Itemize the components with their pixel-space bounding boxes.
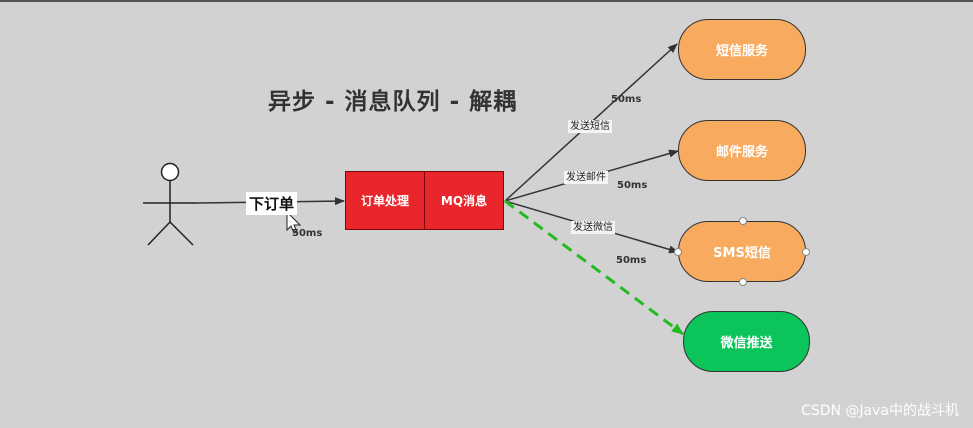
node-handle-bottom [739,278,747,286]
sms-short-node: SMS短信 [678,221,806,282]
edge-label-send-email: 发送邮件 [564,171,608,184]
place-order-label: 下订单 [246,192,298,215]
node-handle-top [739,217,747,225]
edge-label-send-wechat: 发送微信 [571,221,615,234]
email-service-node: 邮件服务 [678,120,806,181]
order-latency: 50ms [292,228,323,239]
user-figure-icon [143,162,197,246]
sms-latency: 50ms [611,94,642,105]
email-latency: 50ms [617,180,648,191]
wechat-push-node: 微信推送 [683,311,810,372]
node-handle-right [802,248,810,256]
sms-short-latency: 50ms [616,255,647,266]
edge-label-send-sms: 发送短信 [568,120,612,133]
sms-service-node: 短信服务 [678,19,806,80]
diagram-title: 异步 - 消息队列 - 解耦 [268,89,518,115]
queue-cell-mq-message: MQ消息 [424,172,503,229]
message-queue-box: 订单处理 MQ消息 [345,171,504,230]
top-border [0,0,973,2]
queue-cell-order-processing: 订单处理 [360,194,409,208]
cursor-icon [286,210,302,234]
wechat-dashed-arrow [504,199,684,336]
node-handle-left [674,248,682,256]
csdn-watermark: CSDN @Java中的战斗机 [801,403,959,419]
